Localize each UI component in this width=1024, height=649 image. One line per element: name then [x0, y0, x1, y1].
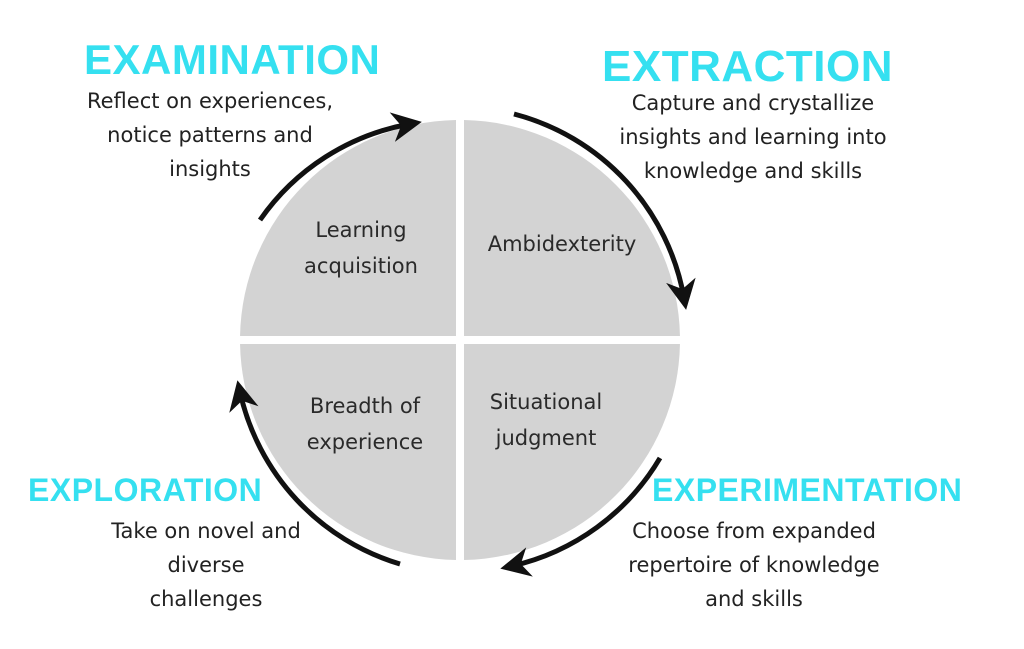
stage-description-examination: Reflect on experiences, notice patterns … [60, 84, 360, 186]
quadrant-label-breadth-of-experience: Breadth of experience [292, 388, 438, 460]
quadrant-top-left [240, 120, 456, 336]
quadrant-label-line: Learning [315, 218, 407, 242]
arrow-extraction-icon [513, 111, 696, 310]
quadrant-label-line: experience [306, 430, 424, 454]
stage-description-exploration: Take on novel and diverse challenges [88, 514, 324, 616]
quadrant-label-line: acquisition [304, 254, 418, 278]
arrow-examination-icon [257, 112, 422, 222]
quadrant-label-ambidexterity: Ambidexterity [474, 226, 650, 262]
stage-title-experimentation: EXPERIMENTATION [652, 472, 963, 508]
stage-description-extraction: Capture and crystallize insights and lea… [598, 86, 908, 188]
description-line: knowledge and skills [643, 159, 863, 183]
quadrant-label-situational-judgment: Situational judgment [472, 384, 620, 456]
stage-description-experimentation: Choose from expanded repertoire of knowl… [606, 514, 902, 616]
description-line: insights and learning into [619, 125, 887, 149]
description-line: insights [169, 157, 251, 181]
description-line: diverse [167, 553, 245, 577]
stage-title-examination: EXAMINATION [84, 36, 381, 83]
description-line: Choose from expanded [632, 519, 876, 543]
description-line: Reflect on experiences, [86, 89, 333, 113]
quadrant-bottom-left [240, 344, 456, 560]
quadrant-bottom-right [464, 344, 680, 560]
arrow-exploration-icon [229, 380, 401, 567]
quadrant-label-line: Ambidexterity [487, 232, 637, 256]
description-line: and skills [705, 587, 803, 611]
arrow-experimentation-icon [500, 456, 663, 577]
stage-title-extraction: EXTRACTION [602, 42, 893, 91]
description-line: repertoire of knowledge [628, 553, 880, 577]
stage-title-exploration: EXPLORATION [28, 472, 263, 508]
description-line: Capture and crystallize [631, 91, 875, 115]
quadrant-label-line: judgment [495, 426, 597, 450]
quadrant-label-line: Situational [489, 390, 603, 414]
quadrant-label-learning-acquisition: Learning acquisition [286, 212, 436, 284]
description-line: Take on novel and [111, 519, 301, 543]
description-line: challenges [149, 587, 263, 611]
quadrant-top-right [464, 120, 680, 336]
quadrant-label-line: Breadth of [309, 394, 421, 418]
description-line: notice patterns and [107, 123, 313, 147]
